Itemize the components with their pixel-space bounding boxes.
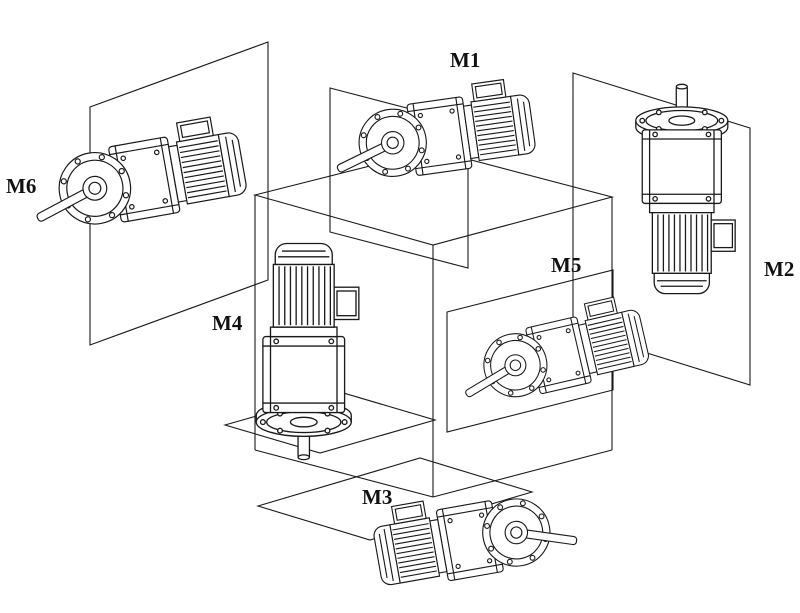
label-m5: M5 xyxy=(551,253,581,277)
mounting-plane-m5 xyxy=(446,269,614,433)
label-m3: M3 xyxy=(362,485,392,509)
gearmotor-m3-illustration xyxy=(368,475,582,593)
label-m6: M6 xyxy=(6,174,36,198)
mounting-plane-m3 xyxy=(256,457,534,541)
label-m4: M4 xyxy=(212,311,243,335)
label-m1: M1 xyxy=(450,48,480,72)
mounting-plane-m6 xyxy=(89,41,269,346)
gearmotor-m6-illustration xyxy=(23,112,250,238)
gearmotor-m5-illustration xyxy=(450,291,653,412)
label-m2: M2 xyxy=(764,257,794,281)
gearmotor-m2-illustration xyxy=(635,83,736,295)
gearmotor-m1-illustration xyxy=(327,75,538,188)
gearmotor-m4-illustration xyxy=(255,242,360,461)
